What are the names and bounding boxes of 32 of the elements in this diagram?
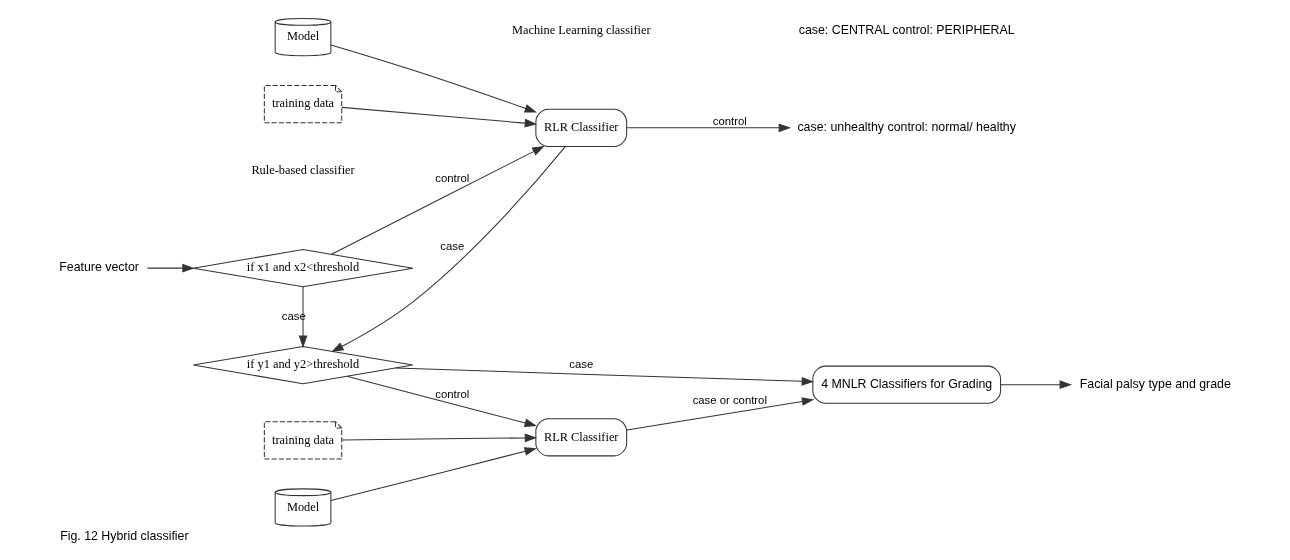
node-box: RLR Classifier — [534, 108, 627, 147]
edge-label: control — [434, 172, 469, 185]
arrow — [999, 380, 1072, 390]
node-diamond: if x1 and x2<threshold — [192, 249, 413, 288]
edge-label: case — [439, 240, 464, 253]
arrow — [345, 375, 537, 428]
label: case: CENTRAL control: PERIPHERAL — [798, 23, 1015, 38]
node-text: Feature vector — [58, 260, 139, 275]
node-box: RLR Classifier — [534, 418, 627, 457]
arrow — [146, 263, 195, 273]
arrow — [330, 146, 566, 353]
arrow — [330, 447, 537, 502]
arrow — [340, 433, 537, 443]
edge-label: control — [434, 387, 469, 400]
edge-label: case — [568, 357, 593, 370]
edge-label: control — [712, 114, 747, 127]
label: Machine Learning classifier — [511, 23, 651, 38]
arrow — [298, 286, 307, 348]
arrow — [329, 44, 537, 113]
arrow — [340, 106, 537, 128]
edge-label: case — [281, 309, 306, 322]
arrow — [394, 367, 814, 386]
arrow — [625, 123, 791, 133]
label: Rule-based classifier — [250, 163, 355, 178]
edge-label: case or control — [692, 394, 767, 407]
arrow — [330, 145, 545, 255]
node-text: case: unhealthy control: normal/ healthy — [796, 120, 1016, 135]
node-diamond: if y1 and y2>threshold — [192, 346, 413, 385]
arrow — [625, 397, 814, 431]
caption: Fig. 12 Hybrid classifier — [59, 529, 189, 544]
node-text: Facial palsy type and grade — [1079, 376, 1231, 391]
node-box: 4 MNLR Classifiers for Grading — [811, 365, 1001, 404]
